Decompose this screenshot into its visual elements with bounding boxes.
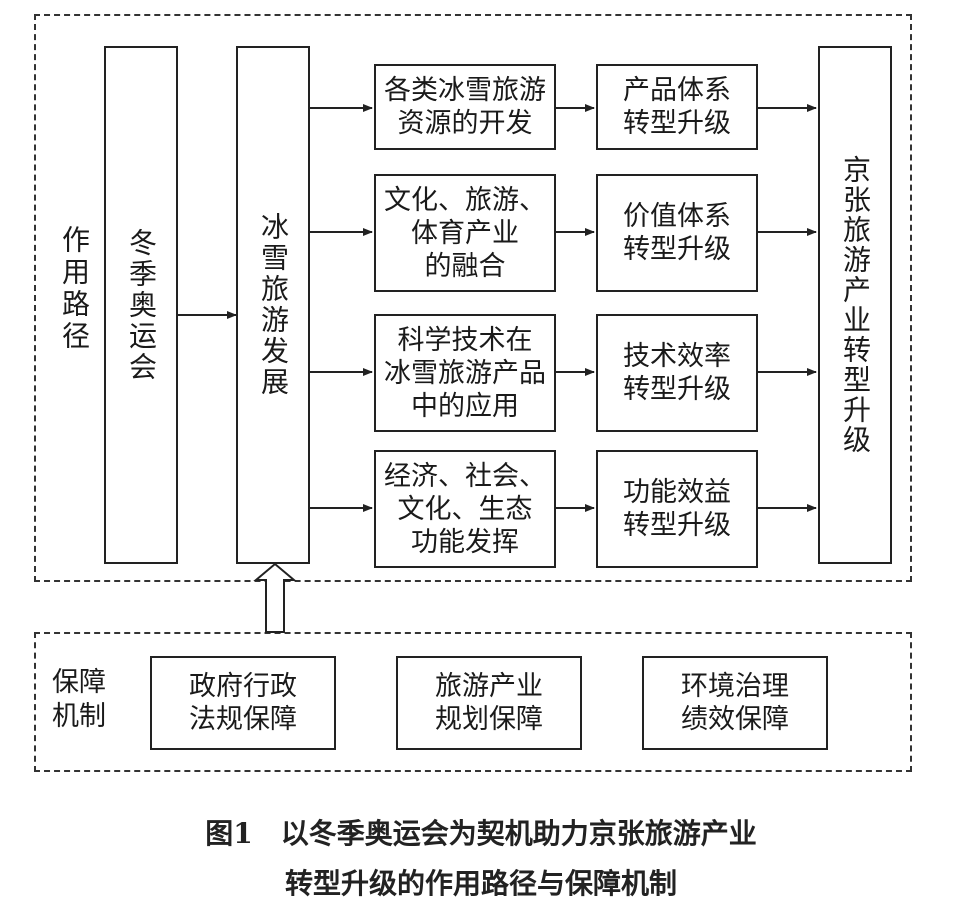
outcome-box: 京张旅游产业转型升级: [818, 46, 892, 564]
guarantee-box-1-label: 政府行政 法规保障: [189, 671, 297, 735]
path-box-1: 各类冰雪旅游 资源的开发: [374, 64, 556, 150]
path-box-4-label: 经济、社会、 文化、生态 功能发挥: [384, 460, 546, 558]
path-box-2: 文化、旅游、 体育产业 的融合: [374, 174, 556, 292]
outcome-label: 京张旅游产业转型升级: [839, 155, 872, 455]
ice-snow-development-box: 冰雪旅游发展: [236, 46, 310, 564]
upgrade-box-4-label: 功能效益 转型升级: [623, 477, 731, 541]
path-box-3-label: 科学技术在 冰雪旅游产品 中的应用: [384, 324, 546, 422]
support-hollow-arrow: [253, 562, 297, 633]
path-section-frame: [34, 14, 912, 582]
upgrade-box-1: 产品体系 转型升级: [596, 64, 758, 150]
winter-olympics-label: 冬季奥运会: [125, 227, 158, 383]
guarantee-box-3: 环境治理 绩效保障: [642, 656, 828, 750]
path-box-4: 经济、社会、 文化、生态 功能发挥: [374, 450, 556, 568]
path-box-3: 科学技术在 冰雪旅游产品 中的应用: [374, 314, 556, 432]
guarantee-section-frame: [34, 632, 912, 772]
guarantee-box-2-label: 旅游产业 规划保障: [435, 671, 543, 735]
upgrade-box-1-label: 产品体系 转型升级: [623, 75, 731, 139]
guarantee-box-3-label: 环境治理 绩效保障: [681, 671, 789, 735]
guarantee-box-2: 旅游产业 规划保障: [396, 656, 582, 750]
path-box-1-label: 各类冰雪旅游 资源的开发: [384, 75, 546, 139]
figure-caption-line-1: 图1 以冬季奥运会为契机助力京张旅游产业: [205, 817, 757, 850]
upgrade-box-3-label: 技术效率 转型升级: [623, 341, 731, 405]
winter-olympics-box: 冬季奥运会: [104, 46, 178, 564]
path-section-label: 作用路径: [58, 225, 91, 353]
upgrade-box-4: 功能效益 转型升级: [596, 450, 758, 568]
upgrade-box-2: 价值体系 转型升级: [596, 174, 758, 292]
guarantee-section-label: 保障 机制: [52, 667, 106, 732]
upgrade-box-2-label: 价值体系 转型升级: [623, 201, 731, 265]
guarantee-box-1: 政府行政 法规保障: [150, 656, 336, 750]
upgrade-box-3: 技术效率 转型升级: [596, 314, 758, 432]
ice-snow-development-label: 冰雪旅游发展: [257, 212, 290, 398]
path-box-2-label: 文化、旅游、 体育产业 的融合: [384, 184, 546, 282]
figure-caption-line-2: 转型升级的作用路径与保障机制: [284, 867, 677, 900]
